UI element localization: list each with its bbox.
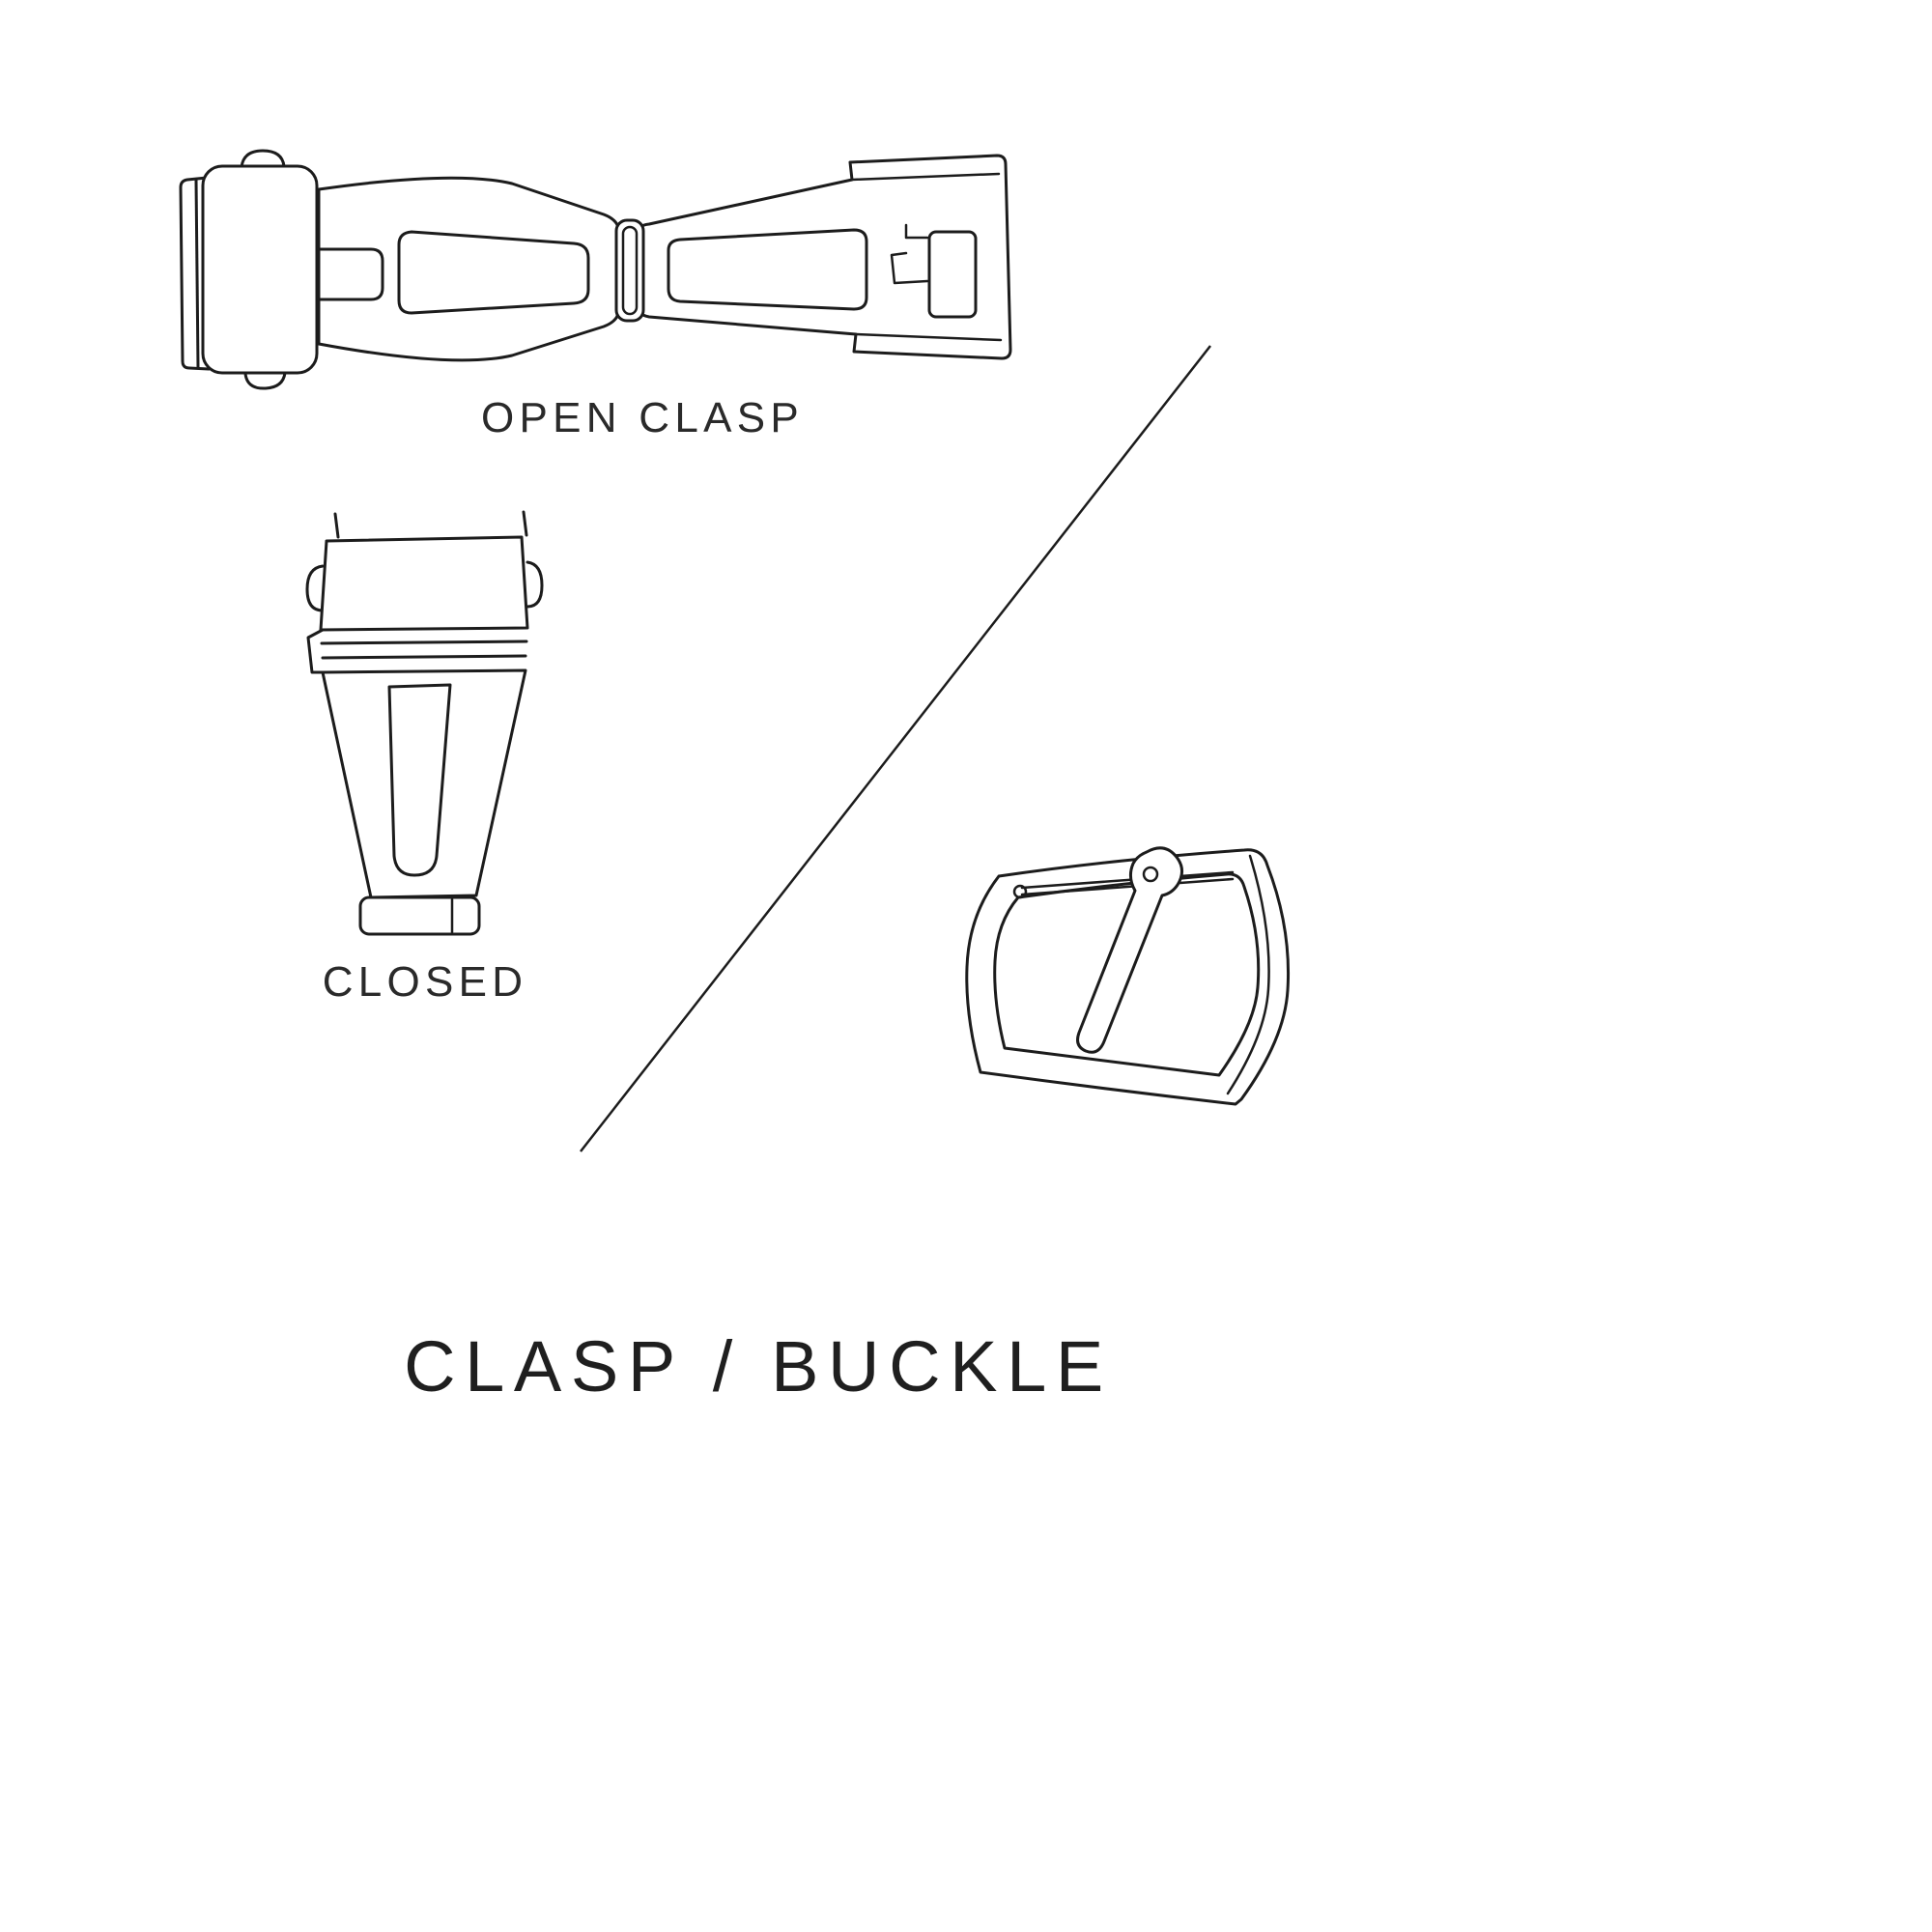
page-title: CLASP / BUCKLE	[404, 1326, 1113, 1406]
closed-clasp-figure	[290, 502, 560, 956]
buckle-figure	[956, 836, 1304, 1135]
open-clasp-label: OPEN CLASP	[480, 394, 804, 441]
open-clasp-illustration	[179, 149, 1012, 390]
closed-clasp-label: CLOSED	[322, 958, 528, 1006]
closed-clasp-illustration	[305, 510, 544, 936]
open-clasp-figure	[164, 135, 1034, 396]
buckle-illustration	[965, 846, 1291, 1106]
